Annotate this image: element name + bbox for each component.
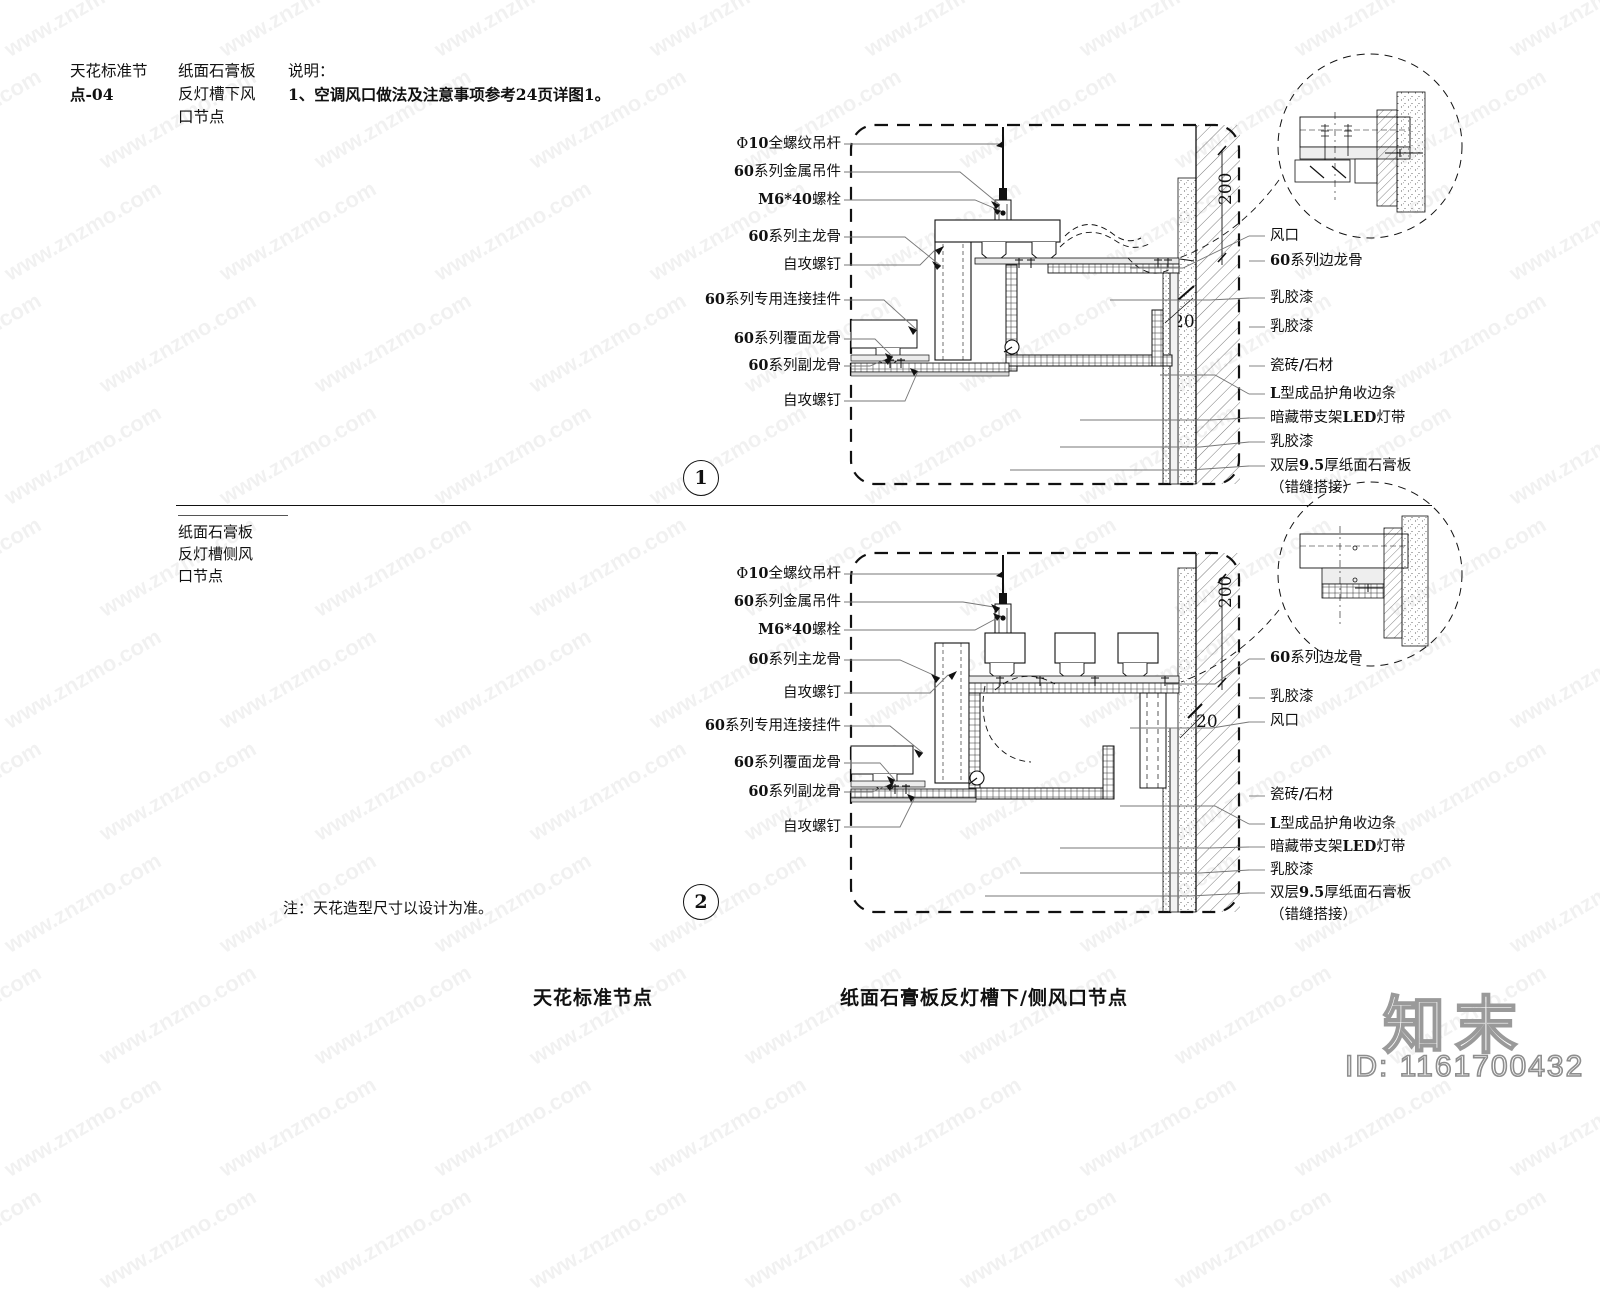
- detail1-right-label-7: 乳胶漆: [1270, 434, 1314, 450]
- notes-title: 说明：: [288, 62, 335, 80]
- side-caption-line2: 反灯槽侧风: [178, 545, 254, 563]
- detail2-right-label-5: 暗藏带支架LED灯带: [1270, 838, 1406, 855]
- watermark-tile: www.znzmo.com: [525, 1183, 691, 1294]
- detail1-right-label-3: 乳胶漆: [1270, 319, 1314, 335]
- id-watermark: ID: 1161700432: [1344, 1049, 1585, 1084]
- header-col2-line1: 纸面石膏板: [178, 62, 256, 80]
- detail1-right-label-5: L型成品护角收边条: [1270, 385, 1397, 402]
- header-col1-line1: 天花标准节: [70, 62, 148, 80]
- detail1-left-label-7: 60系列副龙骨: [748, 357, 841, 374]
- side-caption-line3: 口节点: [178, 567, 224, 585]
- detail1-left-label-3: 60系列主龙骨: [748, 228, 841, 245]
- detail2-right-label-8: （错缝搭接）: [1270, 907, 1357, 923]
- detail-divider: [176, 505, 1432, 506]
- watermark-tile: www.znzmo.com: [0, 1183, 46, 1294]
- watermark-tile: www.znzmo.com: [740, 1183, 906, 1294]
- detail1-bubble: 1: [683, 460, 719, 496]
- detail1-left-label-2: M6*40螺栓: [758, 191, 841, 208]
- watermark-tile: www.znzmo.com: [310, 1183, 476, 1294]
- detail1-right-label-8: 双层9.5厚纸面石膏板: [1270, 457, 1412, 474]
- detail1-right-label-9: （错缝搭接）: [1270, 480, 1357, 496]
- detail2-left-label-3: 60系列主龙骨: [748, 651, 841, 668]
- detail2-left-label-0: Φ10全螺纹吊杆: [736, 565, 841, 582]
- detail2-left-label-5: 60系列专用连接挂件: [704, 717, 841, 734]
- detail2-left-label-1: 60系列金属吊件: [733, 593, 841, 610]
- detail1-right-label-1: 60系列边龙骨: [1270, 252, 1363, 269]
- detail1-right-label-6: 暗藏带支架LED灯带: [1270, 409, 1406, 426]
- header-col2-line3: 口节点: [178, 108, 225, 126]
- detail2-right-label-3: 瓷砖/石材: [1270, 786, 1334, 803]
- detail2-bubble: 2: [683, 884, 719, 920]
- detail1-right-label-0: 风口: [1270, 228, 1299, 244]
- watermark-tile: www.znzmo.com: [955, 1183, 1121, 1294]
- footer-note: 注：天花造型尺寸以设计为准。: [283, 899, 494, 917]
- detail1-left-label-6: 60系列覆面龙骨: [733, 330, 841, 347]
- detail1-left-label-0: Φ10全螺纹吊杆: [736, 135, 841, 152]
- watermark-tile: www.znzmo.com: [95, 1183, 261, 1294]
- detail2-left-label-4: 自攻螺钉: [783, 685, 841, 701]
- side-caption-line1: 纸面石膏板: [178, 523, 254, 541]
- detail2-right-label-1: 乳胶漆: [1270, 689, 1314, 705]
- side-caption-rule: [178, 515, 288, 516]
- detail1-right-label-2: 乳胶漆: [1270, 290, 1314, 306]
- detail1-right-label-4: 瓷砖/石材: [1270, 357, 1334, 374]
- detail2-left-label-6: 60系列覆面龙骨: [733, 754, 841, 771]
- watermark-tile: www.znzmo.com: [1170, 1183, 1336, 1294]
- detail2-left-label-7: 60系列副龙骨: [748, 783, 841, 800]
- detail1-left-label-5: 60系列专用连接挂件: [704, 291, 841, 308]
- title-left: 天花标准节点: [533, 987, 654, 1009]
- watermark-tile: www.znzmo.com: [1385, 1183, 1551, 1294]
- header-col2-line2: 反灯槽下风: [178, 85, 256, 103]
- brand-watermark: 知末: [1382, 988, 1528, 1063]
- notes-line-1: 1、空调风口做法及注意事项参考24页详图1。: [288, 85, 611, 104]
- detail1-left-label-1: 60系列金属吊件: [733, 163, 841, 180]
- detail2-right-label-2: 风口: [1270, 713, 1299, 729]
- detail2-right-label-4: L型成品护角收边条: [1270, 815, 1397, 832]
- detail2-right-label-7: 双层9.5厚纸面石膏板: [1270, 884, 1412, 901]
- detail1-left-label-4: 自攻螺钉: [783, 257, 841, 273]
- title-right: 纸面石膏板反灯槽下/侧风口节点: [840, 987, 1128, 1009]
- detail1-left-label-8: 自攻螺钉: [783, 393, 841, 409]
- detail2-left-label-8: 自攻螺钉: [783, 819, 841, 835]
- detail2-right-label-6: 乳胶漆: [1270, 862, 1314, 878]
- detail2-left-label-2: M6*40螺栓: [758, 621, 841, 638]
- header-col1-line2: 点-04: [70, 85, 114, 104]
- cad-linework: [844, 53, 1463, 914]
